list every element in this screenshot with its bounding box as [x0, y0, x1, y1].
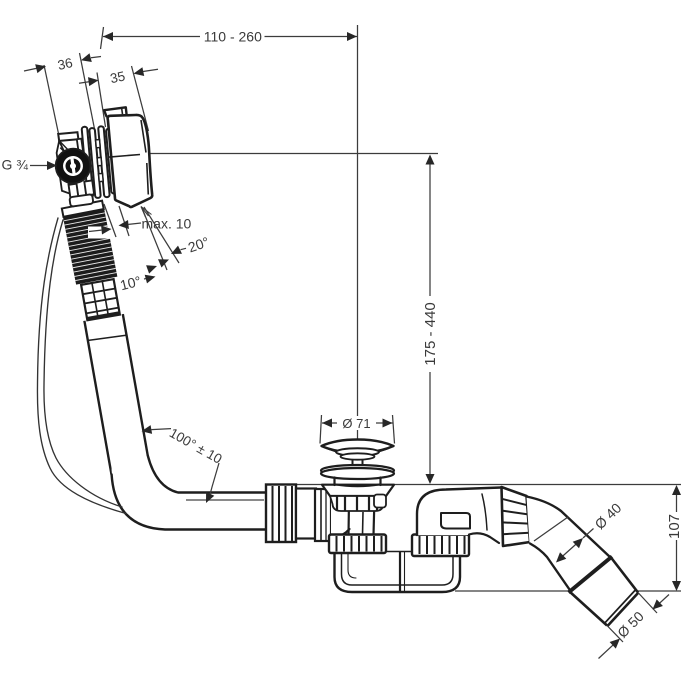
svg-text:20°: 20°	[186, 233, 211, 255]
svg-text:Ø 71: Ø 71	[342, 416, 370, 431]
svg-text:36: 36	[56, 55, 74, 73]
svg-text:max. 10: max. 10	[142, 216, 192, 232]
svg-text:175 - 440: 175 - 440	[422, 302, 439, 365]
svg-text:G ¾: G ¾	[2, 157, 29, 173]
svg-text:107: 107	[666, 514, 683, 539]
svg-text:110 - 260: 110 - 260	[204, 29, 262, 45]
svg-text:10°: 10°	[118, 273, 142, 294]
svg-text:35: 35	[109, 68, 127, 86]
